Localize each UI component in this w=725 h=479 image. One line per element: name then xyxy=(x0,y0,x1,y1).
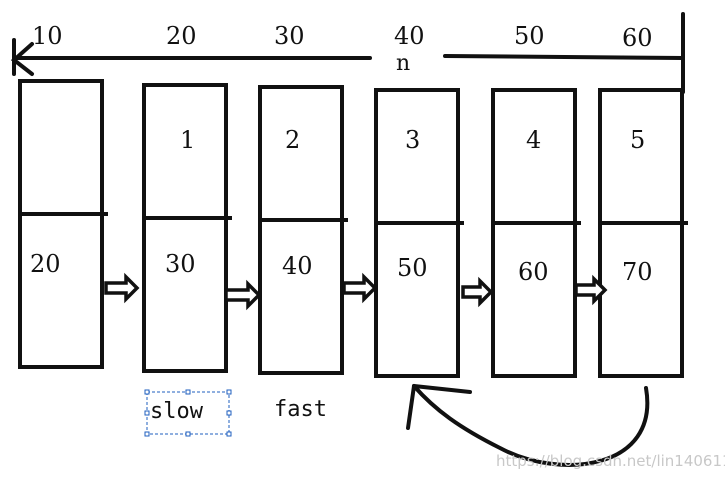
node-value-5: 70 xyxy=(622,258,653,286)
slow-pointer[interactable]: slow xyxy=(144,389,232,437)
node-values: 20 30 40 50 60 70 xyxy=(30,250,653,286)
selection-handle-bm[interactable] xyxy=(185,431,191,437)
node-box-0 xyxy=(18,79,104,369)
top-arrow xyxy=(10,12,685,94)
node-index-3: 3 xyxy=(405,126,420,154)
top-number-5: 50 xyxy=(514,22,545,50)
node-value-4: 60 xyxy=(518,258,549,286)
top-number-6: 60 xyxy=(622,24,653,52)
top-number-4: 40 xyxy=(394,22,425,50)
selection-handle-tr[interactable] xyxy=(226,389,232,395)
selection-handle-mr[interactable] xyxy=(226,410,232,416)
next-arrow-0-1 xyxy=(104,272,140,304)
next-arrow-1-2 xyxy=(224,279,262,311)
next-arrows xyxy=(104,272,608,311)
top-numbers: 10 20 30 40 50 60 n xyxy=(32,22,653,76)
cycle-arrow-head-a xyxy=(406,384,416,430)
top-arrow-shaft-right xyxy=(443,54,685,60)
selection-handle-bl[interactable] xyxy=(144,431,150,437)
node-index-2: 2 xyxy=(285,126,300,154)
top-number-3: 30 xyxy=(274,22,305,50)
node-index-5: 5 xyxy=(630,126,645,154)
cycle-arrow-head-b xyxy=(412,384,472,394)
fast-label: fast xyxy=(274,397,327,422)
node-index-1: 1 xyxy=(180,126,195,154)
node-box-5 xyxy=(598,88,684,378)
node-value-3: 50 xyxy=(397,254,428,282)
node-index-4: 4 xyxy=(526,126,541,154)
next-arrow-3-4 xyxy=(461,276,494,308)
selection-handle-br[interactable] xyxy=(226,431,232,437)
next-arrow-4-5 xyxy=(574,274,608,306)
node-box-2 xyxy=(258,85,344,375)
selection-handle-ml[interactable] xyxy=(144,410,150,416)
selection-handles xyxy=(144,389,232,437)
nodes xyxy=(18,79,688,378)
n-label: n xyxy=(396,51,410,76)
selection-handle-tm[interactable] xyxy=(185,389,191,395)
node-value-2: 40 xyxy=(282,252,313,280)
node-indices: 1 2 3 4 5 xyxy=(180,126,645,154)
cycle-arrow-curve xyxy=(412,384,650,467)
cycle-arrow xyxy=(406,384,650,467)
node-box-3 xyxy=(374,88,460,378)
top-number-2: 20 xyxy=(166,22,197,50)
watermark: https://blog.csdn.net/lin140611 xyxy=(496,452,725,470)
node-box-4 xyxy=(491,88,577,378)
slow-label: slow xyxy=(150,399,204,424)
node-box-1 xyxy=(142,83,228,373)
next-arrow-2-3 xyxy=(342,272,378,304)
top-number-1: 10 xyxy=(32,22,63,50)
node-value-1: 30 xyxy=(165,250,196,278)
selection-handle-tl[interactable] xyxy=(144,389,150,395)
node-value-0: 20 xyxy=(30,250,61,278)
